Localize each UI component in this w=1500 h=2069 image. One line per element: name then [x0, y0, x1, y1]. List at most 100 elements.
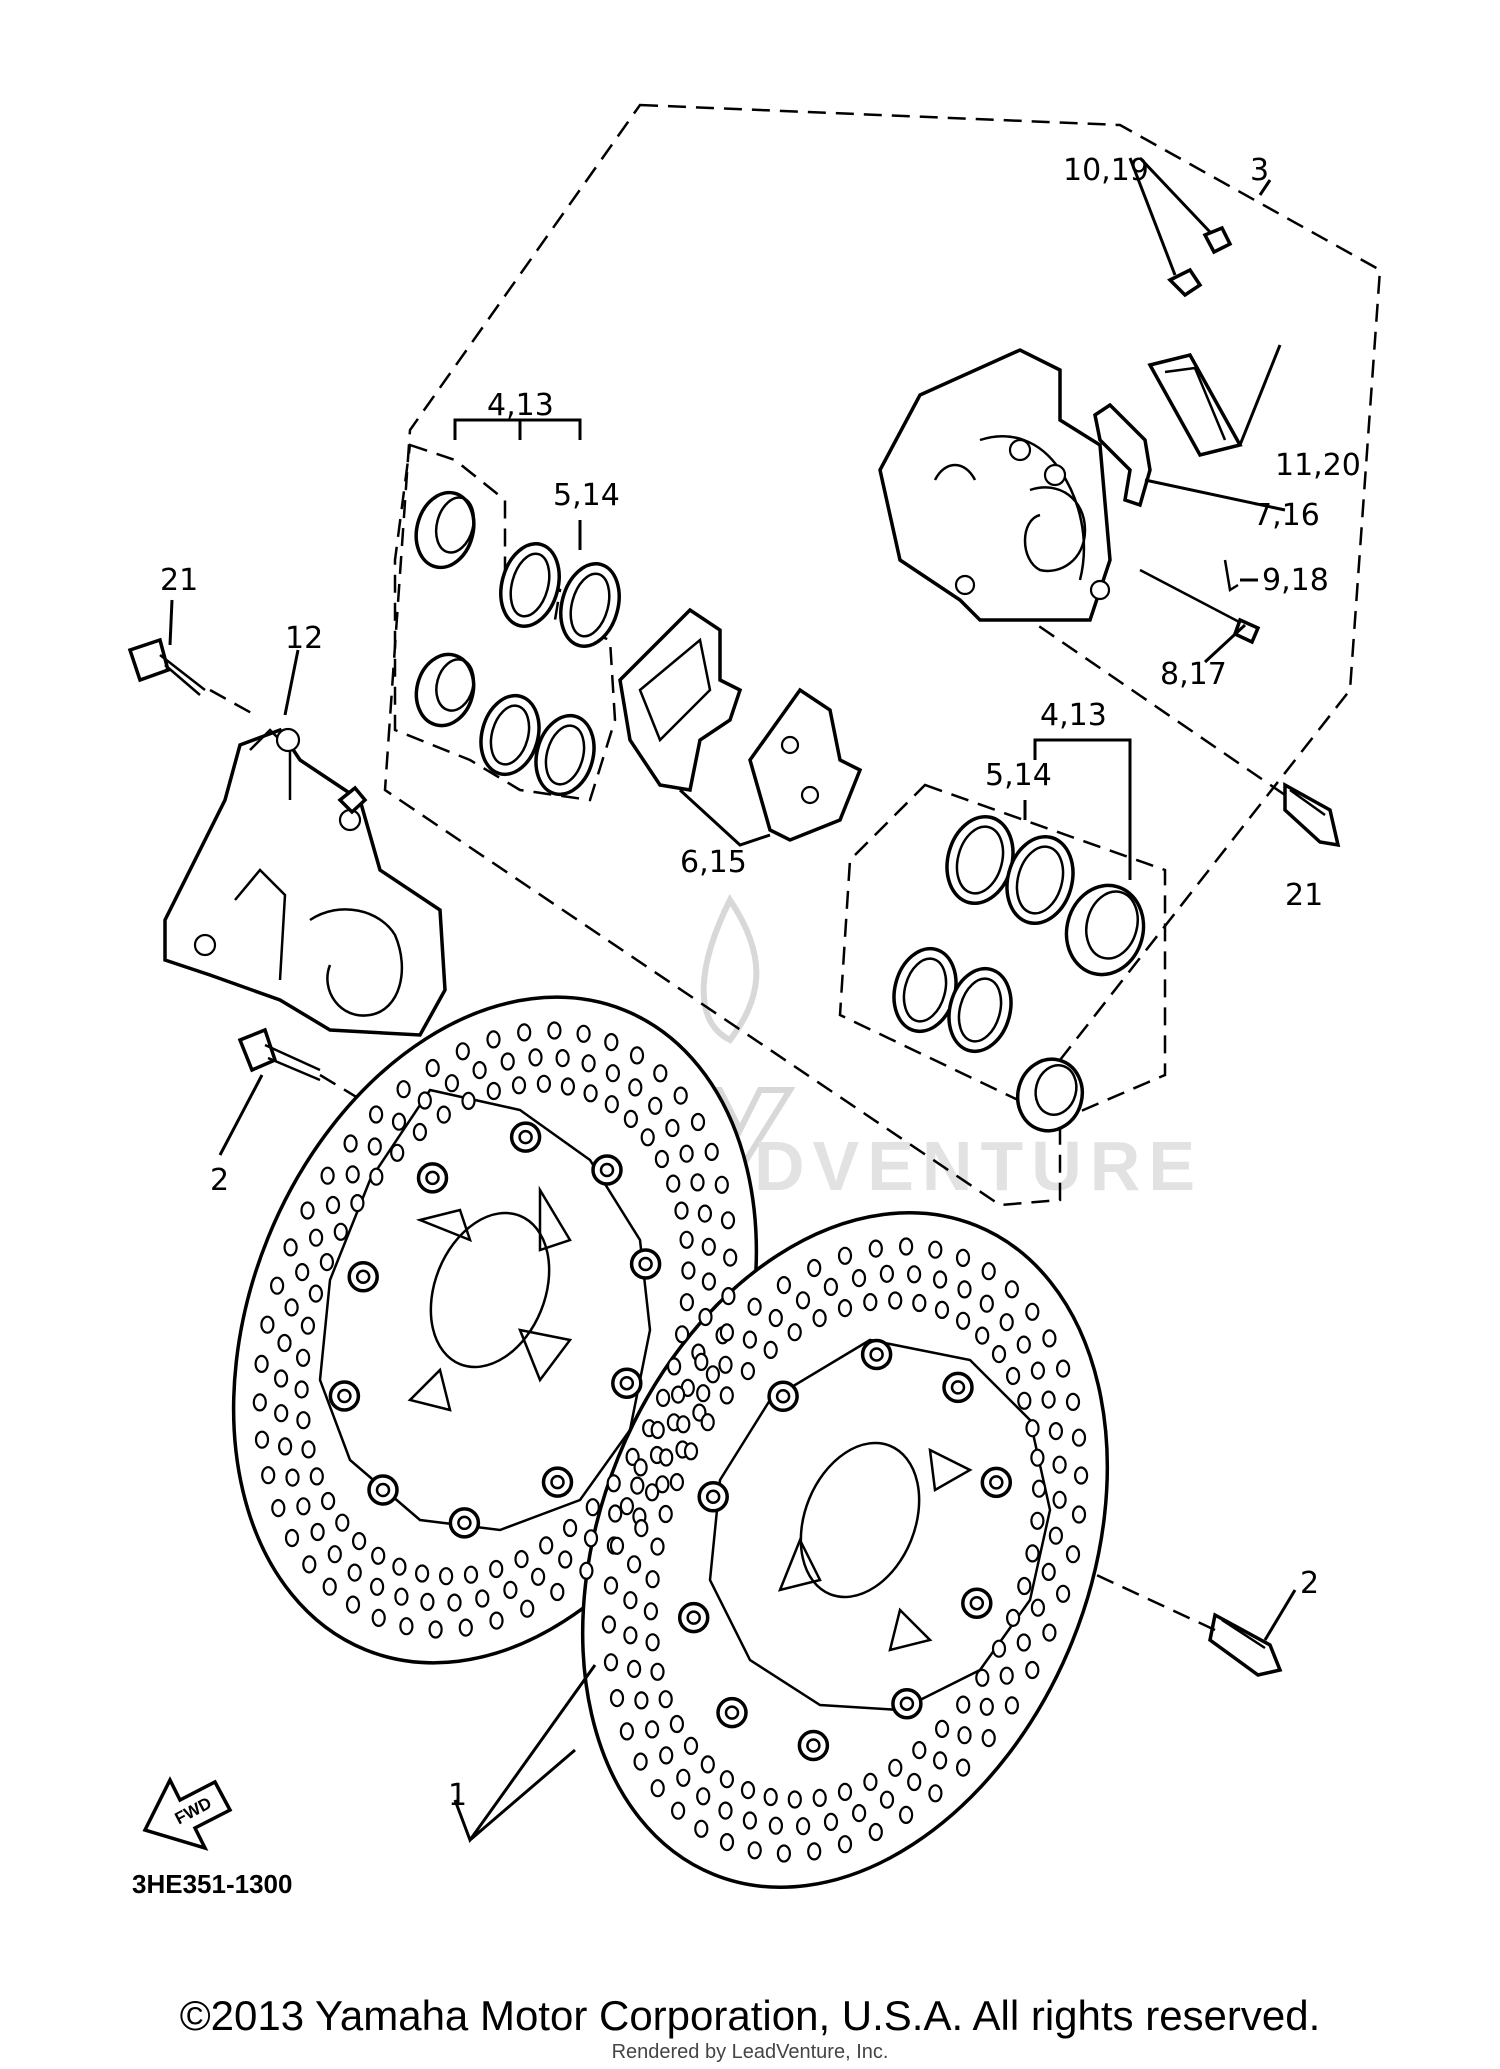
callout-8-17: 8,17: [1160, 657, 1227, 692]
disc-hole-left: [653, 1064, 668, 1083]
disc-hole-left: [721, 1286, 736, 1306]
disc-hole-left: [352, 1531, 367, 1551]
disc-hole-right: [1071, 1505, 1087, 1524]
disc-hole-left: [704, 1142, 719, 1162]
disc-hole-left: [428, 1620, 443, 1639]
disc-hole-right: [991, 1639, 1007, 1658]
rotor-button-center-left: [550, 1474, 565, 1490]
rotor-button-center-right: [969, 1595, 985, 1611]
disc-hole-left: [679, 1230, 694, 1249]
disc-hole-left: [539, 1536, 554, 1555]
disc-hole-right: [807, 1258, 822, 1278]
rotor-button-center-right: [869, 1347, 884, 1362]
disc-hole-left: [461, 1091, 476, 1111]
disc-hole-right: [683, 1736, 699, 1756]
disc-hole-left: [655, 1388, 671, 1408]
disc-hole-left: [350, 1193, 365, 1213]
disc-hole-left: [489, 1611, 504, 1630]
disc-hole-right: [1017, 1391, 1032, 1410]
right-caliper: [878, 348, 1112, 622]
disc-hole-left: [625, 1447, 640, 1467]
disc-hole-left: [514, 1549, 529, 1569]
rotor-button-left: [611, 1367, 643, 1399]
disc-hole-left: [475, 1589, 490, 1608]
disc-hole-left: [550, 1582, 565, 1602]
disc-hole-left: [322, 1577, 337, 1596]
disc-hole-left: [547, 1021, 562, 1040]
disc-hole-right: [658, 1504, 673, 1524]
disc-hole-left: [347, 1563, 362, 1582]
disc-hole-left: [415, 1564, 430, 1583]
disc-hole-right: [1030, 1511, 1045, 1530]
disc-hole-left: [486, 1030, 501, 1049]
disc-hole-left: [679, 1144, 694, 1163]
disc-hole-right: [1025, 1419, 1040, 1438]
disc-hole-right: [696, 1787, 711, 1806]
disc-hole-left: [270, 1276, 285, 1295]
rotor-button-right: [797, 1729, 830, 1762]
rotor-button-center-left: [619, 1375, 635, 1391]
callout-12: 12: [285, 621, 323, 656]
disc-hole-right: [957, 1280, 972, 1299]
disc-hole-left: [560, 1077, 576, 1096]
rotor-button-left: [416, 1162, 449, 1194]
disc-hole-right: [747, 1297, 762, 1316]
disc-hole-right: [879, 1790, 895, 1809]
disc-hole-left: [285, 1468, 300, 1487]
rotor-button-center-right: [899, 1696, 915, 1711]
disc-hole-left: [679, 1293, 695, 1312]
disc-hole-right: [696, 1384, 711, 1403]
disc-hole-left: [274, 1369, 289, 1388]
disc-hole-right: [644, 1483, 660, 1502]
disc-hole-right: [603, 1576, 619, 1595]
disc-hole-right: [906, 1265, 922, 1284]
disc-hole-right: [1055, 1359, 1071, 1378]
disc-hole-right: [787, 1790, 802, 1809]
disc-hole-left: [530, 1567, 546, 1586]
disc-hole-left: [673, 1086, 688, 1105]
disc-hole-right: [763, 1340, 778, 1360]
callout-5-14-top: 5,14: [553, 478, 620, 513]
disc-hole-left: [463, 1565, 479, 1584]
disc-hole-left: [623, 1109, 639, 1129]
disc-hole-left: [458, 1618, 473, 1637]
disc-hole-right: [603, 1653, 619, 1672]
disc-hole-right: [912, 1293, 927, 1313]
disc-hole-right: [928, 1784, 943, 1803]
disc-hole-right: [955, 1311, 971, 1330]
disc-hole-left: [690, 1173, 705, 1192]
pin-retainer: [1223, 559, 1239, 593]
pad-pin: [1139, 568, 1246, 627]
disc-hole-right: [634, 1518, 649, 1538]
disc-hole-left: [500, 1052, 515, 1071]
disc-hole-right: [957, 1726, 972, 1745]
disc-hole-right: [633, 1458, 648, 1477]
disc-hole-left: [517, 1023, 532, 1042]
disc-hole-left: [630, 1476, 645, 1495]
disc-hole-left: [296, 1497, 311, 1516]
rotor-button-center-right: [950, 1380, 966, 1395]
disc-hole-left: [536, 1074, 552, 1093]
disc-hole-left: [447, 1593, 462, 1612]
disc-holes: [252, 1021, 1089, 1863]
disc-hole-right: [888, 1758, 903, 1777]
disc-hole-left: [585, 1498, 600, 1517]
disc-hole-right: [934, 1300, 950, 1320]
disc-hole-left: [604, 1032, 619, 1052]
disc-hole-left: [605, 1064, 621, 1083]
disc-hole-left: [294, 1380, 309, 1399]
disc-hole-right: [1025, 1660, 1040, 1680]
rotor-button-center-left: [638, 1256, 653, 1272]
rotor-button-center-left: [518, 1129, 533, 1145]
rotor-button-center-left: [355, 1269, 371, 1285]
disc-hole-right: [742, 1330, 758, 1349]
callout-11-20: 11,20: [1275, 448, 1361, 483]
disc-hole-left: [558, 1550, 573, 1569]
disc-hole-left: [606, 1474, 621, 1493]
disc-hole-left: [720, 1211, 736, 1230]
disc-hole-right: [1016, 1633, 1031, 1652]
disc-hole-right: [669, 1714, 685, 1734]
disc-hole-right: [1041, 1562, 1056, 1582]
callout-10-19: 10,19: [1063, 153, 1149, 188]
